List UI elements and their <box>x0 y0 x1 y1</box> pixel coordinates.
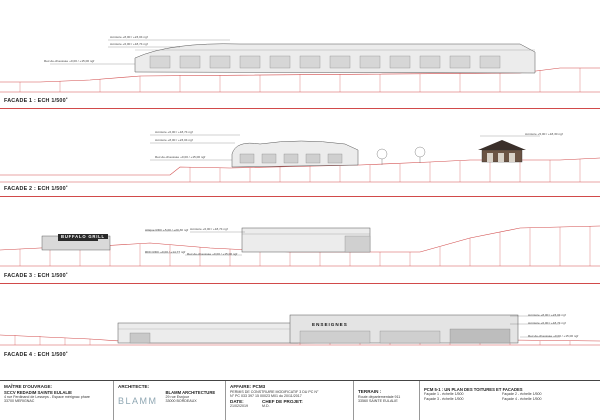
date-value: 21/02/2019 <box>230 404 248 409</box>
owner-city: 33700 MERIGNAC <box>4 399 35 404</box>
plan-item: Façade 3 - échelle 1/500 <box>424 396 464 401</box>
terrain-ticks-1 <box>19 68 581 92</box>
level-annotation: Acrotère +8,00 / +23,04 ngf <box>155 138 193 142</box>
plan-item: Façade 4 - échelle 1/500 <box>502 396 542 401</box>
level-annotation: Attique RDC +5,00 / +20,30 ngf <box>145 228 189 232</box>
facade-1-title: FACADE 1 : ECH 1/500e <box>4 96 68 104</box>
restaurant-pavilion <box>478 140 526 163</box>
chef-value: M.D. <box>262 404 270 409</box>
building-4 <box>117 314 519 344</box>
terrain-ticks-2 <box>189 159 581 182</box>
level-annotation: Rez-de-chaussée +0,00 / +15,00 ngf <box>528 334 579 338</box>
architect-logo: BLAMM <box>118 395 158 406</box>
facade-4-title: FACADE 4 : ECH 1/500e <box>4 350 68 358</box>
architect-cell: ARCHITECTE: BLAMM BLAMM ARCHITECTURE 29 … <box>114 381 226 420</box>
plan-item: Façade 2 - échelle 1/500 <box>502 392 542 396</box>
affaire-permit-number: N° PC 033 397 15 00023 M01 du 20/11/2017 <box>230 394 302 399</box>
restaurant-sign: BUFFALO GRILL <box>58 234 108 239</box>
enseignes-sign: ENSEIGNES <box>312 322 348 327</box>
facade-2-elevation <box>0 134 600 183</box>
owner-name: SCCV REDADIM SAINTE EULALIE <box>4 389 72 395</box>
level-annotation: Rez-de-chaussée +0,00 / +15,00 ngf <box>44 59 95 63</box>
terrain-city: 33560 SAINTE EULALIE <box>358 399 398 404</box>
owner-title: MAÎTRE D'OUVRAGE: <box>4 384 53 389</box>
date-title: DATE: <box>230 398 244 404</box>
chef-title: CHEF DE PROJET: <box>262 398 303 404</box>
terrain-ticks-3 <box>19 226 591 266</box>
terrain-title: TERRAIN : <box>358 389 382 394</box>
title-block: MAÎTRE D'OUVRAGE: SCCV REDADIM SAINTE EU… <box>0 380 600 420</box>
sheet-divider <box>0 196 600 197</box>
sheet-divider <box>0 283 600 284</box>
level-annotation: Rez-de-chaussée +0,00 / +15,00 ngf <box>187 252 238 256</box>
affaire-title: AFFAIRE: PCM3 <box>230 384 266 389</box>
level-annotation: Acrotère +6,00 / +18,74 ngf <box>110 42 148 46</box>
level-annotation: Acrotère +6,00 / +18,74 ngf <box>155 130 193 134</box>
owner-cell: MAÎTRE D'OUVRAGE: SCCV REDADIM SAINTE EU… <box>0 381 114 420</box>
plan-cell: PCM 5-1 : UN PLAN DES TOITURES ET FACADE… <box>420 381 600 420</box>
facade-1-elevation <box>0 39 600 93</box>
level-annotation: Acrotère +5,00 / +18,30 ngf <box>525 132 563 136</box>
facade-3-title: FACADE 3 : ECH 1/500e <box>4 271 68 279</box>
plan-item: Façade 1 - échelle 1/500 <box>424 392 464 396</box>
level-annotation: RDC RDC +0,00 / +14,77 ngf <box>145 250 186 254</box>
level-annotation: Acrotère +8,00 / +23,04 ngf <box>528 313 566 317</box>
facade-3-elevation <box>0 225 600 267</box>
architect-city: 33000 BORDEAUX <box>165 399 197 404</box>
level-annotation: Acrotère +6,00 / +18,74 ngf <box>190 227 228 231</box>
terrain-cell: TERRAIN : Route départementale 911 33560… <box>354 381 420 420</box>
architect-street: 29 rue Esnjour <box>165 394 189 399</box>
affaire-permit: PERMIS DE CONSTRUIRE MODIFICATIF 3 DU PC… <box>230 389 319 394</box>
building-1-bays <box>149 55 501 69</box>
owner-address: 4 rue Ferdinand de Lesseps - Espace méri… <box>4 394 90 399</box>
level-annotation: Rez-de-chaussée +0,00 / +15,00 ngf <box>155 155 206 159</box>
level-annotation: Acrotère +8,00 / +23,04 ngf <box>110 35 148 39</box>
architect-title: ARCHITECTE: <box>118 384 150 389</box>
facade-4-elevation <box>0 314 600 346</box>
affaire-cell: AFFAIRE: PCM3 PERMIS DE CONSTRUIRE MODIF… <box>226 381 354 420</box>
terrain-road: Route départementale 911 <box>358 394 401 399</box>
sheet-divider <box>0 108 600 109</box>
architect-name: BLAMM ARCHITECTURE <box>165 389 216 395</box>
facade-2-title: FACADE 2 : ECH 1/500e <box>4 184 68 192</box>
level-annotation: Acrotère +6,00 / +18,74 ngf <box>528 321 566 325</box>
tree-icon <box>376 146 426 165</box>
plan-title: PCM 5-1 : UN PLAN DES TOITURES ET FACADE… <box>424 387 523 392</box>
building-3 <box>241 227 371 253</box>
